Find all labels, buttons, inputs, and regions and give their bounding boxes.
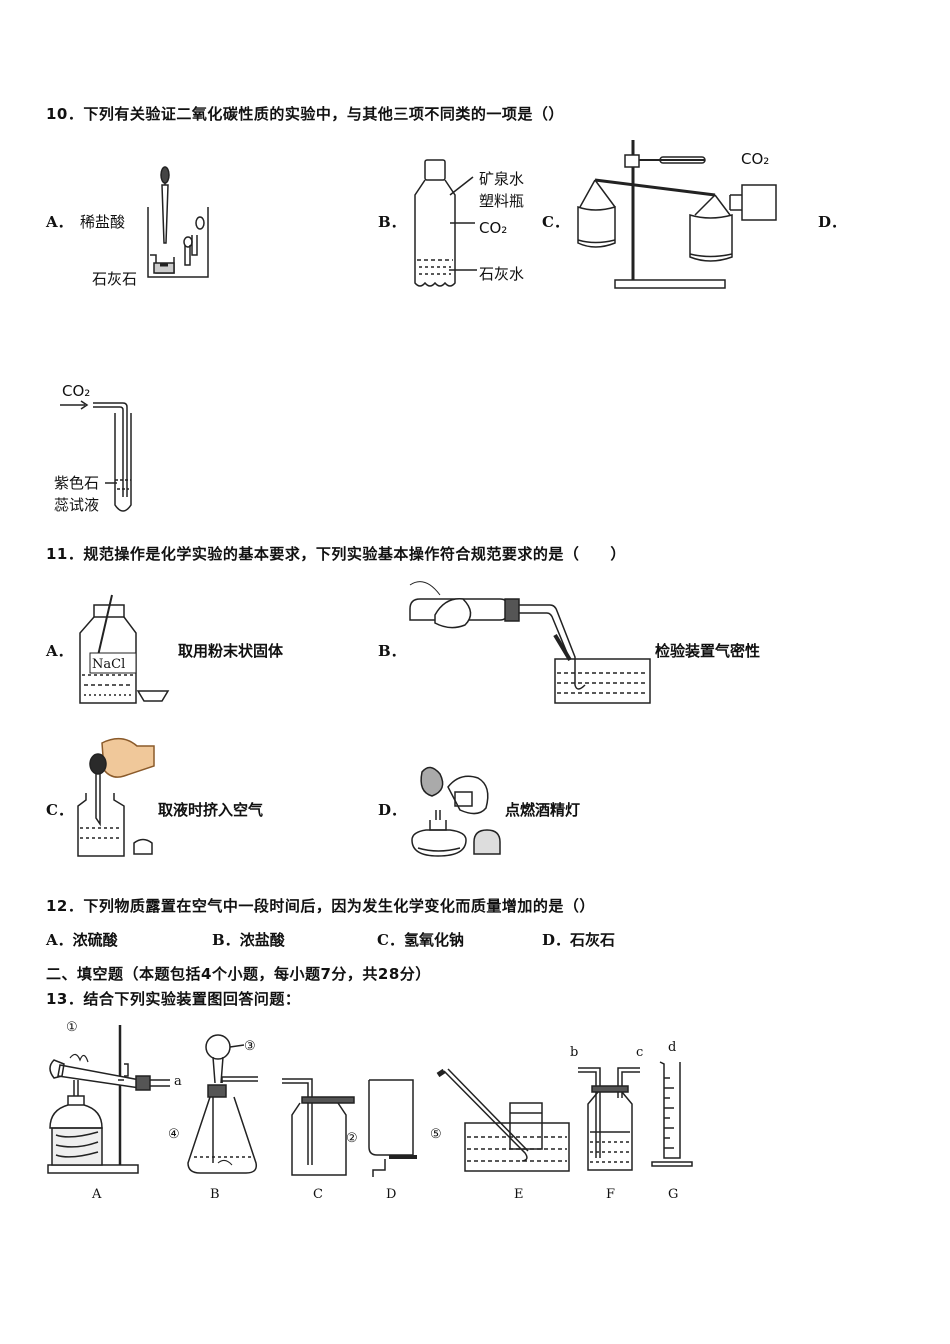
q10-b-gas-label: CO₂	[479, 219, 508, 237]
q10-d-testtube-figure	[55, 395, 145, 520]
q11-c-caption: 取液时挤入空气	[158, 801, 264, 819]
q10-b-bottle-label-2: 塑料瓶	[479, 192, 525, 210]
q10-a-acid-label: 稀盐酸	[80, 213, 126, 231]
q13-label-e: E	[514, 1187, 524, 1202]
q11-d-caption: 点燃酒精灯	[505, 801, 581, 819]
q11-option-c-letter: C．	[46, 801, 73, 819]
q13-marker-2: ②	[346, 1131, 358, 1146]
q13-apparatus-d	[365, 1075, 420, 1180]
q11-option-d-letter: D．	[378, 801, 407, 819]
q10-a-beaker-figure	[140, 165, 215, 280]
q10-b-water-label: 石灰水	[479, 265, 525, 283]
q13-port-a: a	[174, 1074, 182, 1089]
q10-c-gas-label: CO₂	[741, 150, 770, 168]
q13-port-d: d	[668, 1040, 677, 1055]
q13-apparatus-a	[40, 1020, 190, 1180]
q11-a-bottle-figure	[72, 595, 172, 710]
q11-b-airtight-figure	[405, 575, 650, 710]
q10-d-gas-label: CO₂	[62, 382, 91, 400]
q12-option-a-text: 浓硫酸	[72, 931, 118, 949]
q11-option-b-letter: B．	[378, 642, 406, 660]
q13-apparatus-f	[570, 1058, 650, 1178]
q13-apparatus-b	[180, 1035, 270, 1175]
q10-d-litmus-label-2: 蕊试液	[54, 496, 100, 514]
q12-option-b-text: 浓盐酸	[239, 931, 285, 949]
q12-option-b-letter: B．	[212, 931, 240, 949]
q10-option-a-letter: A．	[46, 213, 73, 231]
q10-option-b-letter: B．	[378, 213, 406, 231]
q11-d-lamp-figure	[400, 762, 505, 862]
q13-marker-1: ①	[66, 1020, 78, 1035]
q13-marker-4: ④	[168, 1127, 180, 1142]
q13-label-b: B	[210, 1187, 220, 1202]
q13-label-g: G	[668, 1187, 679, 1202]
q12-option-d-text: 石灰石	[570, 931, 616, 949]
q12-option-a-letter: A．	[46, 931, 73, 949]
q13-stem: 13．结合下列实验装置图回答问题：	[46, 990, 301, 1008]
q10-b-bottle-figure	[405, 155, 465, 290]
q13-marker-5: ⑤	[430, 1127, 442, 1142]
q11-b-caption: 检验装置气密性	[655, 642, 761, 660]
q13-port-c: c	[636, 1045, 644, 1060]
q13-label-c: C	[313, 1187, 323, 1202]
q13-marker-3: ③	[244, 1039, 256, 1054]
q13-label-d: D	[386, 1187, 397, 1202]
q10-b-bottle-label-1: 矿泉水	[479, 170, 525, 188]
q10-a-stone-label: 石灰石	[92, 270, 138, 288]
q10-d-litmus-label-1: 紫色石	[54, 474, 100, 492]
q12-option-c-text: 氢氧化钠	[403, 931, 464, 949]
q10-stem: 10．下列有关验证二氧化碳性质的实验中，与其他三项不同类的一项是（）	[46, 105, 564, 123]
q12-option-d-letter: D．	[542, 931, 571, 949]
q12-stem: 12．下列物质露置在空气中一段时间后，因为发生化学变化而质量增加的是（）	[46, 897, 595, 915]
q12-option-d: D．石灰石	[542, 929, 615, 950]
q13-apparatus-e	[430, 1065, 570, 1180]
q13-label-f: F	[606, 1187, 616, 1202]
q12-option-c: C．氢氧化钠	[377, 929, 464, 950]
q10-c-balance-figure	[570, 135, 790, 295]
q11-a-caption: 取用粉末状固体	[178, 642, 284, 660]
q11-c-dropper-figure	[72, 738, 157, 863]
q10-option-d-letter: D．	[818, 213, 847, 231]
q12-option-a: A．浓硫酸	[46, 929, 118, 950]
q10-option-c-letter: C．	[542, 213, 569, 231]
q13-apparatus-g	[650, 1058, 695, 1168]
q13-port-b: b	[570, 1045, 579, 1060]
q13-apparatus-c	[280, 1075, 350, 1180]
q11-option-a-letter: A．	[46, 642, 73, 660]
q12-option-c-letter: C．	[377, 931, 404, 949]
q12-option-b: B．浓盐酸	[212, 929, 285, 950]
q11-a-bottle-label: NaCl	[92, 657, 126, 672]
q11-stem: 11．规范操作是化学实验的基本要求，下列实验基本操作符合规范要求的是（ ）	[46, 545, 626, 563]
section2-heading: 二、填空题（本题包括4个小题，每小题7分，共28分）	[46, 965, 431, 983]
q13-label-a: A	[92, 1187, 102, 1202]
